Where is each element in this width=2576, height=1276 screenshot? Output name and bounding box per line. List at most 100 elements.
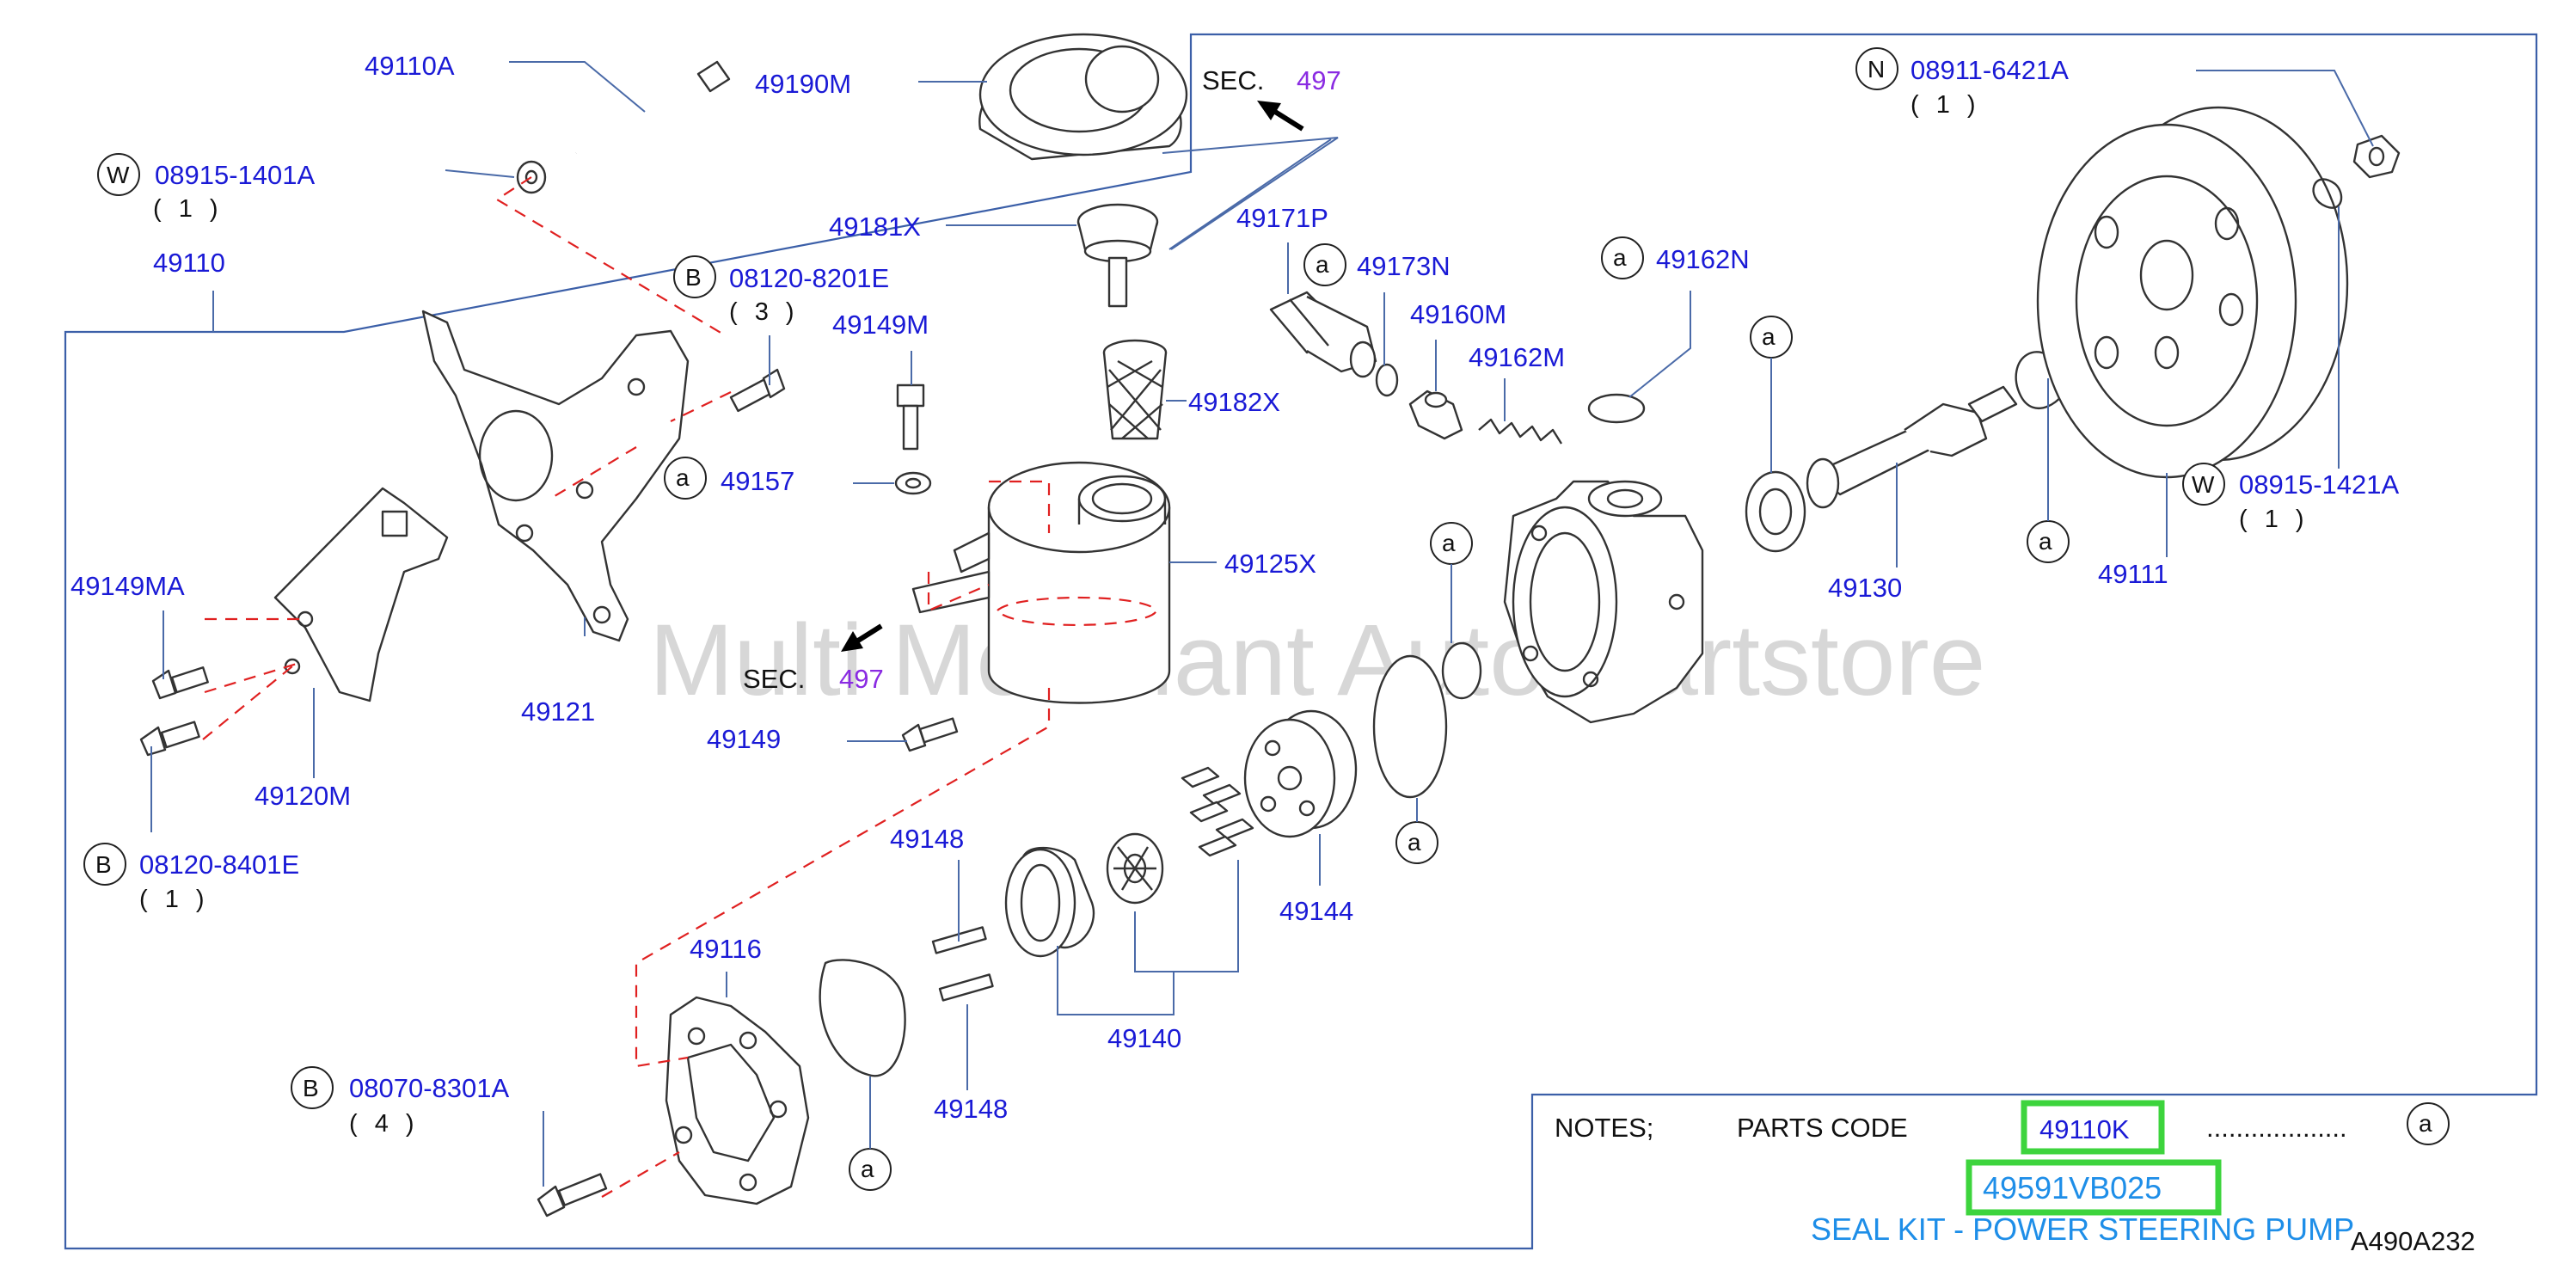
qty-08070-8301A: ( 4 ) [349, 1110, 420, 1138]
label-49110[interactable]: 49110 [153, 248, 225, 278]
label-49130[interactable]: 49130 [1828, 573, 1902, 603]
label-08120-8201E[interactable]: 08120-8201E [729, 263, 889, 293]
svg-text:a: a [1762, 323, 1776, 350]
oring-49173N [1375, 363, 1399, 397]
svg-text:B: B [685, 264, 702, 291]
label-49149M[interactable]: 49149M [832, 310, 929, 340]
part-labels: 49110A 49190M W 08915-1401A ( 1 ) 49110 … [71, 47, 2399, 1138]
cap-49190M-drawing [978, 33, 1188, 161]
label-49110A[interactable]: 49110A [365, 51, 455, 81]
bolt-49110A-drawing [574, 60, 731, 156]
bolt-49149M-drawing [896, 383, 925, 451]
qty-08915-1421A: ( 1 ) [2239, 506, 2309, 533]
sec-prefix-lower: SEC. [743, 664, 805, 694]
diagram-code: A490A232 [2351, 1226, 2475, 1256]
bolt-49149MA-drawing [151, 666, 209, 700]
svg-text:a: a [1613, 244, 1627, 271]
cap-49181X-drawing [1076, 203, 1159, 308]
label-49171P[interactable]: 49171P [1236, 203, 1328, 233]
label-08915-1421A[interactable]: 08915-1421A [2239, 469, 2399, 500]
shaft-49130-drawing [1806, 385, 2018, 509]
qty-08120-8401E: ( 1 ) [139, 886, 210, 913]
qty-08120-8201E: ( 3 ) [729, 298, 800, 326]
seal-49162N [1587, 393, 1646, 424]
connector-49171P-drawing [1269, 291, 1377, 378]
label-49140[interactable]: 49140 [1107, 1023, 1181, 1053]
label-49148-upper[interactable]: 49148 [890, 824, 964, 854]
svg-text:B: B [95, 851, 112, 878]
label-49116[interactable]: 49116 [690, 934, 762, 964]
label-49160M[interactable]: 49160M [1410, 299, 1506, 329]
plate-49144-drawing [1243, 709, 1358, 838]
notes-code[interactable]: 49110K [2039, 1114, 2130, 1144]
sec-number-upper[interactable]: 497 [1297, 65, 1341, 95]
spring-49162M [1478, 418, 1563, 445]
pump-body-drawing [1503, 480, 1704, 724]
label-08120-8401E[interactable]: 08120-8401E [139, 850, 299, 880]
label-08915-1401A[interactable]: 08915-1401A [155, 160, 315, 190]
label-49173N[interactable]: 49173N [1357, 251, 1451, 281]
sec-number-lower[interactable]: 497 [839, 664, 884, 694]
valve-49160M-drawing [1408, 390, 1463, 440]
label-08070-8301A[interactable]: 08070-8301A [349, 1073, 509, 1103]
watermark: Multi Merchant Auto Partstore [649, 604, 1985, 717]
svg-text:a: a [676, 464, 690, 491]
gasket-drawing [819, 959, 906, 1077]
washer-49157 [894, 471, 932, 495]
seal-ring-drawing [1745, 470, 1806, 553]
bolt-08070-8301A-drawing [537, 1173, 608, 1218]
leader-lines [150, 61, 2374, 1187]
parts-code-label: PARTS CODE [1737, 1113, 1908, 1143]
label-49162M[interactable]: 49162M [1469, 342, 1565, 372]
highlight-part-number[interactable]: 49591VB025 [1983, 1170, 2162, 1205]
svg-text:a: a [861, 1156, 874, 1182]
label-49144[interactable]: 49144 [1279, 896, 1353, 926]
bolt-49149-drawing [901, 717, 959, 752]
code-highlight-box [2021, 1100, 2165, 1155]
notes-marker: a [2419, 1110, 2432, 1137]
bolt-08120-8401E-drawing [139, 721, 200, 757]
pulley-49111-drawing [2036, 106, 2349, 479]
label-49121[interactable]: 49121 [521, 696, 595, 727]
svg-text:N: N [1868, 56, 1885, 83]
filter-49182X-drawing [1102, 339, 1168, 440]
qty-08915-1401A: ( 1 ) [153, 195, 224, 223]
label-49111[interactable]: 49111 [2098, 559, 2168, 589]
label-49120M[interactable]: 49120M [255, 781, 351, 811]
label-08911-6421A[interactable]: 08911-6421A [1911, 55, 2069, 85]
cartridge-49140-drawing [1004, 766, 1254, 958]
svg-text:W: W [107, 162, 130, 188]
nut-08911-6421A-drawing [2352, 134, 2401, 179]
oring-large [1372, 654, 1448, 799]
label-49125X[interactable]: 49125X [1224, 549, 1316, 579]
oring-small [1441, 641, 1482, 700]
label-49148-lower[interactable]: 49148 [934, 1094, 1008, 1124]
label-49181X[interactable]: 49181X [829, 212, 921, 242]
bracket-49121-drawing [421, 310, 690, 642]
sec-arrow-lower [841, 623, 883, 652]
bolt-08120-8201E-drawing [729, 368, 786, 413]
cover-49116-drawing [665, 996, 810, 1205]
notes-label: NOTES; [1555, 1113, 1653, 1143]
diagram-frame [64, 33, 2538, 1250]
svg-text:B: B [303, 1075, 319, 1101]
svg-text:a: a [1408, 829, 1421, 856]
label-49182X[interactable]: 49182X [1188, 387, 1280, 417]
part-number-highlight-box [1966, 1159, 2222, 1216]
label-49149MA[interactable]: 49149MA [71, 571, 185, 601]
ref-a-markers: a a a a a [849, 316, 2070, 1191]
washer-08915-1421A [2312, 178, 2343, 209]
svg-text:a: a [1316, 251, 1329, 278]
svg-text:a: a [1442, 530, 1456, 556]
label-49149[interactable]: 49149 [707, 724, 781, 754]
label-49190M[interactable]: 49190M [755, 69, 851, 99]
reservoir-49125X-drawing [911, 461, 1171, 704]
label-49162N[interactable]: 49162N [1656, 244, 1750, 274]
label-49157[interactable]: 49157 [721, 466, 794, 496]
notes-section: NOTES; PARTS CODE 49110K ...............… [1555, 1100, 2475, 1256]
highlight-description: SEAL KIT - POWER STEERING PUMP [1811, 1212, 2354, 1247]
pin-49148-lower [938, 973, 994, 1002]
sec-prefix-upper: SEC. [1202, 65, 1264, 95]
